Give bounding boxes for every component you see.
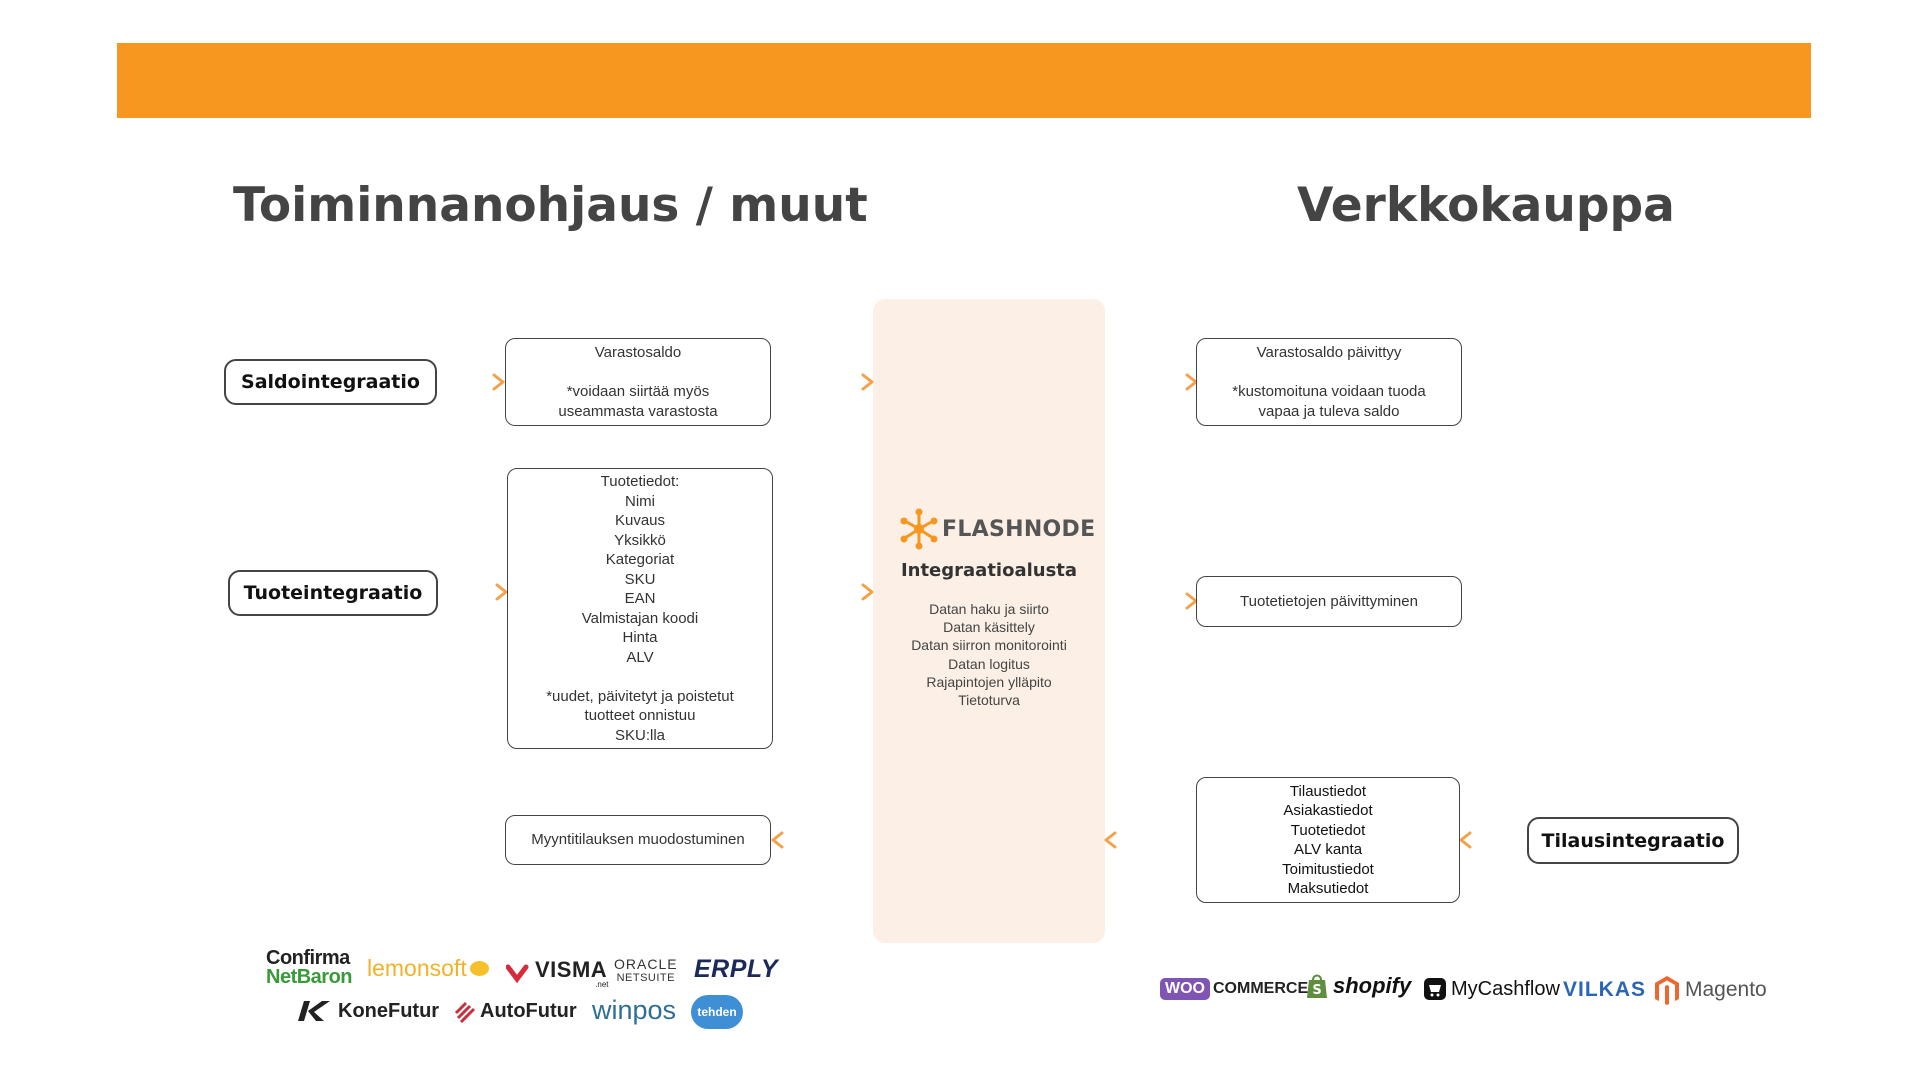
box-line: Maksutiedot — [1287, 880, 1369, 897]
box-line: Varastosaldo päivittyy — [1256, 344, 1402, 361]
box-line: Valmistajan koodi — [581, 609, 699, 627]
magento-text: Magento — [1685, 978, 1767, 1001]
feature-item: Datan käsittely — [943, 619, 1035, 636]
box-line: Yksikkö — [614, 531, 666, 549]
box-line: Asiakastiedot — [1283, 802, 1373, 819]
heading-toiminnanohjaus: Toiminnanohjaus / muut — [233, 178, 868, 233]
mycashflow-logo: MyCashflow — [1423, 977, 1560, 1001]
magento-icon — [1655, 976, 1679, 1005]
arrow-tilaus-to-box — [1459, 831, 1529, 849]
arrow-box-to-platform-tilaus — [1104, 831, 1197, 849]
arrow-box-to-platform-saldo — [770, 373, 874, 391]
box-line: Kategoriat — [605, 551, 675, 568]
box-line: *uudet, päivitetyt ja poistetut — [546, 687, 734, 705]
shopify-bag-icon: S — [1307, 974, 1327, 998]
box-line: Tilaustiedot — [1289, 782, 1367, 800]
box-line: useammasta varastosta — [558, 402, 718, 420]
autofutur-icon — [454, 1001, 476, 1023]
oracle-netsuite-logo: ORACLE NETSUITE — [614, 957, 678, 985]
box-line: tuotteet onnistuu — [584, 707, 696, 724]
feature-item: Tietoturva — [958, 692, 1020, 709]
box-line: Hinta — [622, 629, 658, 646]
woo-text: WOO — [1160, 978, 1210, 1000]
box-varastosaldo: Varastosaldo *voidaan siirtää myös useam… — [505, 338, 771, 426]
arrow-platform-to-store-tuote — [1105, 592, 1198, 610]
arrow-platform-to-store-saldo — [1105, 373, 1198, 391]
tuoteintegraatio-pill: Tuoteintegraatio — [228, 570, 438, 616]
heading-verkkokauppa: Verkkokauppa — [1297, 178, 1675, 233]
box-line: Tuotetietojen päivittyminen — [1240, 592, 1418, 610]
box-line: Tuotetiedot — [1290, 821, 1366, 839]
tilausintegraatio-pill: Tilausintegraatio — [1527, 817, 1739, 864]
visma-logo: VISMA .net — [506, 957, 609, 989]
saldointegraatio-pill: Saldointegraatio — [224, 359, 437, 405]
netbaron-text: NetBaron — [266, 966, 353, 988]
woocommerce-logo: WOO COMMERCE — [1160, 978, 1308, 1000]
mycashflow-text: MyCashflow — [1451, 977, 1560, 1000]
box-line: vapaa ja tuleva saldo — [1258, 402, 1400, 420]
box-line: Myyntitilauksen muodostuminen — [531, 831, 745, 849]
arrow-platform-to-myyntitilaus — [771, 831, 873, 849]
arrow-box-to-platform-tuote — [773, 583, 874, 601]
box-line: *kustomoituna voidaan tuoda — [1232, 383, 1426, 400]
box-line: EAN — [624, 590, 656, 607]
box-line: Tuotetiedot: — [600, 473, 680, 490]
netsuite-text: NETSUITE — [616, 972, 675, 984]
box-line: ALV — [626, 648, 654, 666]
platform-subtitle: Integraatioalusta — [900, 560, 1078, 581]
magento-logo: Magento — [1653, 974, 1767, 1006]
box-tilaustiedot: Tilaustiedot Asiakastiedot Tuotetiedot A… — [1196, 777, 1460, 903]
box-tuotetiedot: Tuotetiedot: Nimi Kuvaus Yksikkö Kategor… — [507, 468, 773, 749]
lemonsoft-text: lemonsoft — [367, 955, 467, 981]
box-line: Toimitustiedot — [1282, 860, 1374, 878]
box-myyntitilaus: Myyntitilauksen muodostuminen — [505, 815, 771, 865]
konefutur-icon — [298, 1001, 330, 1021]
feature-item: Datan haku ja siirto — [929, 601, 1049, 617]
flashnode-logo: FLASHNODE — [900, 508, 1095, 550]
konefutur-logo: KoneFutur — [296, 999, 439, 1023]
svg-text:S: S — [1312, 983, 1321, 998]
box-line: *voidaan siirtää myös — [566, 383, 710, 400]
box-varastosaldo-paivittyy: Varastosaldo päivittyy *kustomoituna voi… — [1196, 338, 1462, 426]
box-tuotetietojen-paivittyminen: Tuotetietojen päivittyminen — [1196, 576, 1462, 627]
lemon-icon — [469, 961, 489, 976]
tehden-logo: tehden — [691, 995, 743, 1029]
integration-platform-panel — [873, 299, 1105, 943]
autofutur-logo: AutoFutur — [452, 999, 577, 1023]
confirma-text: Confirma — [266, 947, 350, 969]
visma-net-text: .net — [595, 980, 609, 989]
feature-item: Datan logitus — [948, 655, 1030, 672]
box-line: ALV kanta — [1293, 841, 1363, 858]
flashnode-logo-icon — [900, 508, 938, 550]
platform-features: Datan haku ja siirto Datan käsittely Dat… — [873, 600, 1105, 709]
commerce-text: COMMERCE — [1213, 980, 1309, 997]
shopify-logo: S shopify — [1305, 972, 1411, 1000]
feature-item: Datan siirron monitorointi — [911, 637, 1067, 654]
box-line: SKU:lla — [614, 726, 666, 744]
mycashflow-icon — [1424, 978, 1446, 1000]
autofutur-text: AutoFutur — [480, 999, 577, 1022]
lemonsoft-logo: lemonsoft — [367, 955, 489, 982]
flashnode-brand-name: FLASHNODE — [942, 516, 1096, 542]
feature-item: Rajapintojen ylläpito — [926, 673, 1052, 690]
box-line: Nimi — [625, 492, 655, 510]
visma-icon — [506, 964, 529, 983]
box-line: SKU — [624, 570, 656, 588]
arrow-tuote-to-box — [440, 583, 508, 601]
header-banner — [117, 43, 1811, 118]
box-line: Kuvaus — [614, 512, 666, 529]
shopify-text: shopify — [1333, 973, 1412, 998]
vilkas-logo: VILKAS — [1563, 978, 1647, 1001]
oracle-text: ORACLE — [614, 956, 678, 972]
box-line: Varastosaldo — [594, 344, 682, 361]
arrow-saldo-to-box — [438, 373, 505, 391]
visma-text: VISMA — [535, 957, 608, 982]
tehden-text: tehden — [697, 1005, 737, 1019]
confirma-netbaron-logo: Confirma NetBaron — [266, 947, 353, 988]
konefutur-text: KoneFutur — [338, 999, 440, 1022]
erply-logo: ERPLY — [694, 955, 778, 983]
winpos-logo: winpos — [592, 995, 677, 1025]
